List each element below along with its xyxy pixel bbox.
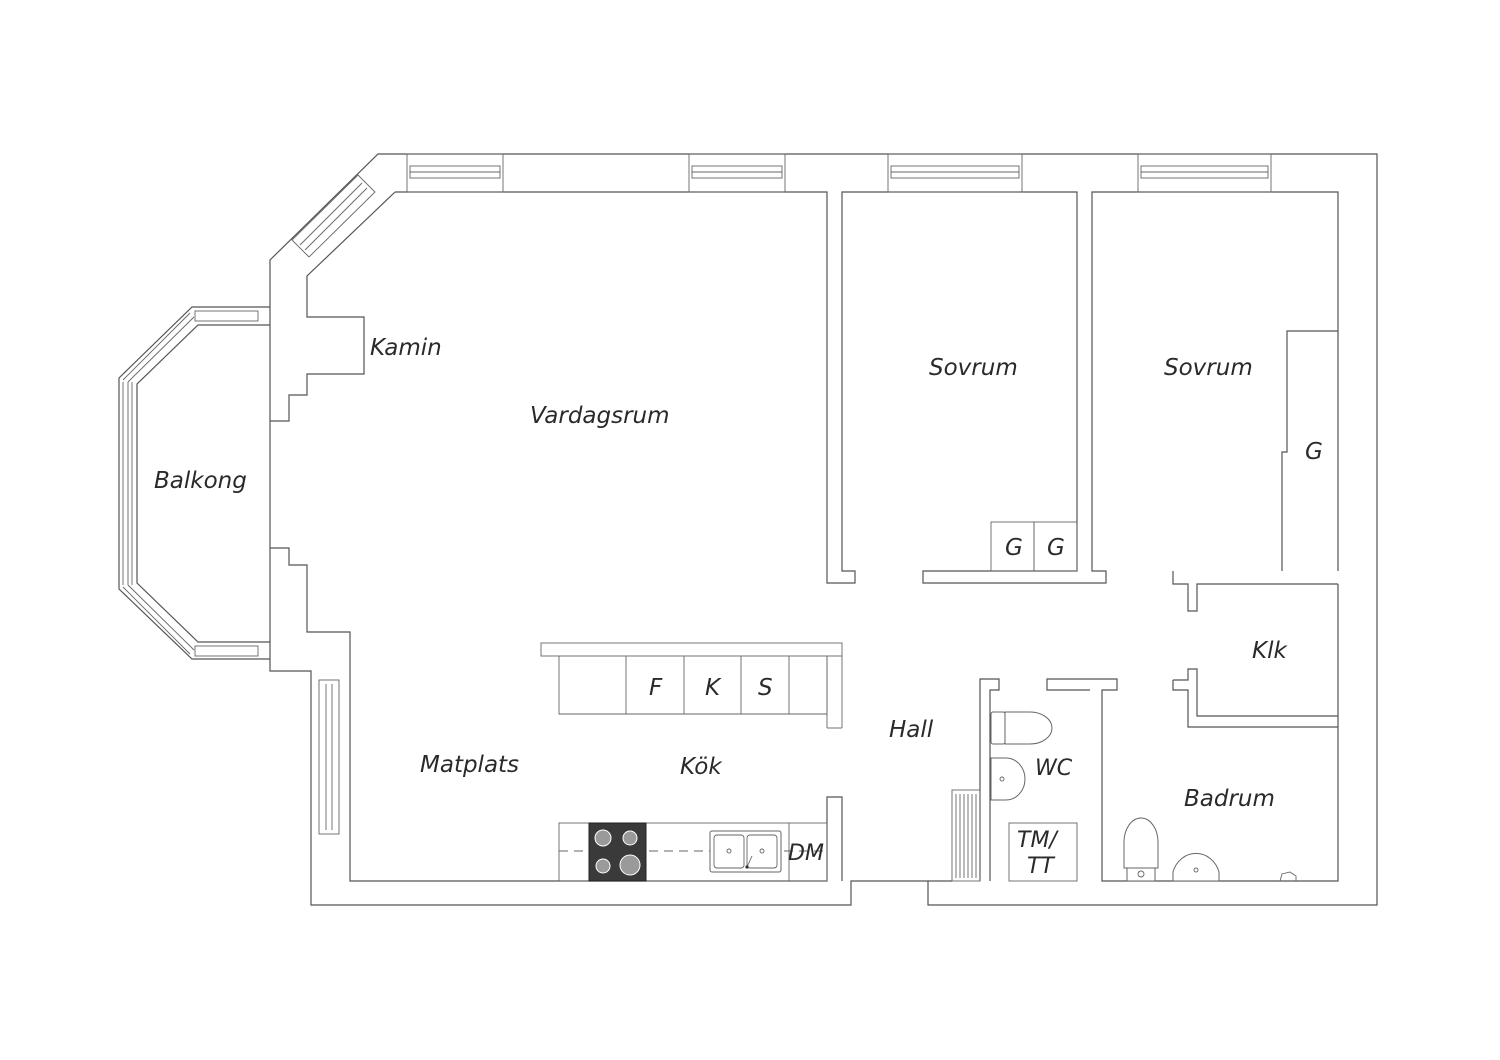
label-sovrum-2: Sovrum	[1164, 355, 1253, 381]
bedroom-1-wardrobes	[990, 521, 1078, 572]
bay-window-diagonal	[291, 174, 376, 258]
label-balkong: Balkong	[154, 468, 247, 494]
label-freezer: K	[705, 675, 722, 701]
outer-walls	[269, 153, 1378, 906]
room-labels: Vardagsrum Kamin Balkong Sovrum Sovrum G…	[154, 335, 1323, 879]
dining-window	[318, 679, 340, 835]
label-tm: TM/	[1017, 828, 1059, 853]
label-fridge: F	[649, 675, 663, 701]
hall-radiator	[951, 789, 981, 882]
label-wardrobe-3: G	[1305, 439, 1323, 465]
label-wardrobe-2: G	[1047, 535, 1065, 561]
label-badrum: Badrum	[1184, 786, 1275, 812]
label-matplats: Matplats	[420, 752, 519, 778]
kitchen-sink	[709, 830, 782, 873]
label-dishwasher: DM	[788, 841, 824, 866]
top-windows	[406, 153, 1272, 193]
bathroom-fixtures	[1123, 817, 1297, 882]
label-hall: Hall	[889, 717, 934, 743]
kitchen-units	[540, 642, 843, 882]
label-wardrobe-1: G	[1005, 535, 1023, 561]
label-s-cabinet: S	[758, 675, 773, 701]
closet-walls	[1172, 571, 1338, 728]
stove	[588, 822, 647, 882]
label-kok: Kök	[680, 754, 723, 780]
label-wc: WC	[1035, 756, 1073, 781]
label-tt: TT	[1027, 854, 1055, 879]
wc-walls	[979, 678, 1078, 882]
label-klk: Klk	[1252, 638, 1288, 664]
balcony	[118, 306, 270, 660]
label-vardagsrum: Vardagsrum	[530, 403, 670, 429]
bedroom-2-wardrobe	[1281, 330, 1338, 571]
label-sovrum-1: Sovrum	[929, 355, 1018, 381]
label-kamin: Kamin	[370, 335, 442, 361]
